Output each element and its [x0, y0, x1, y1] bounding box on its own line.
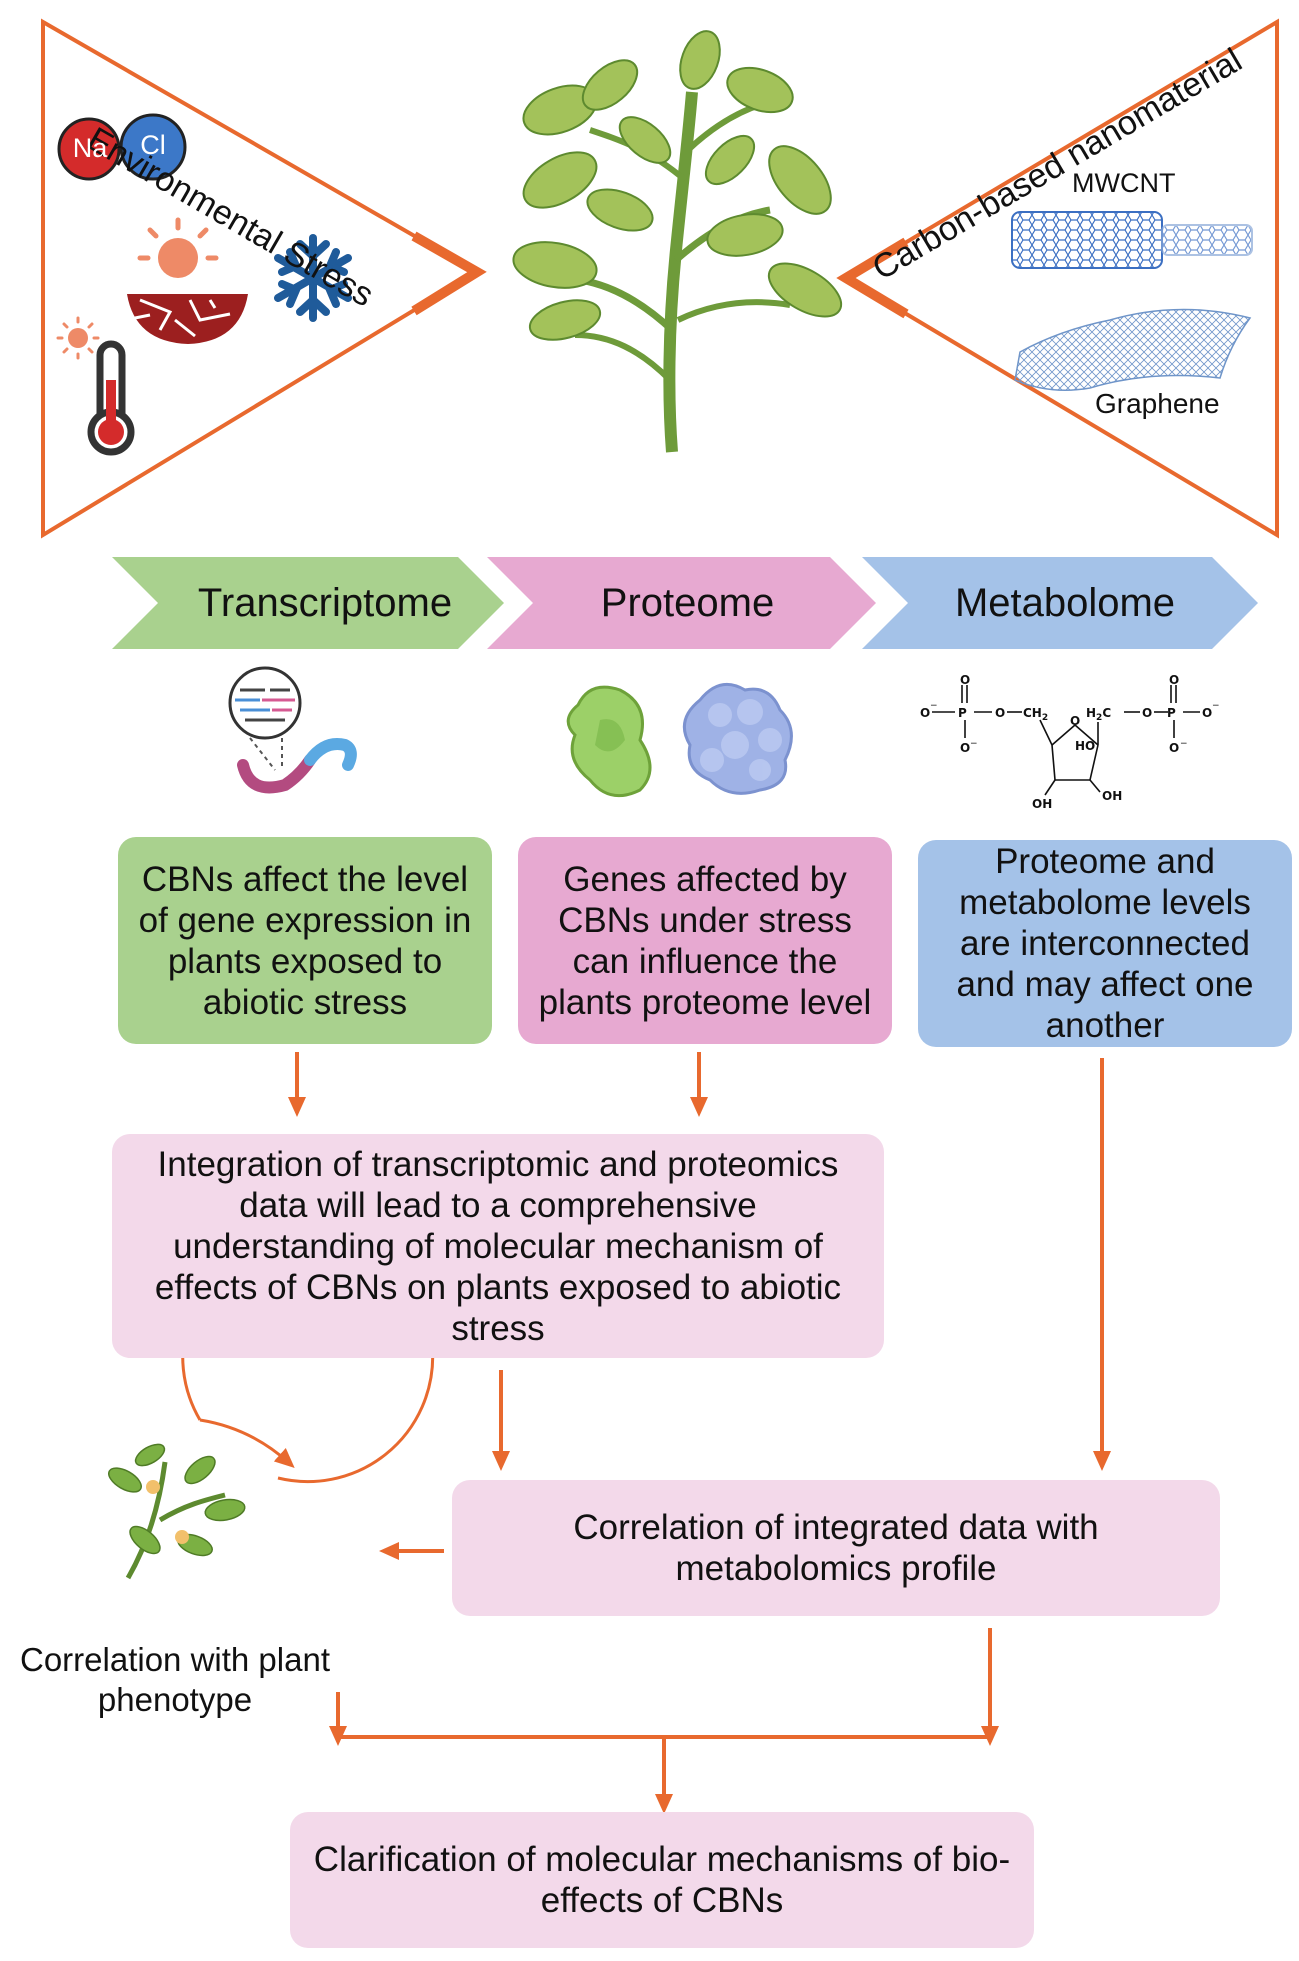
nanotube-icon — [1011, 211, 1253, 269]
svg-text:O: O — [960, 741, 970, 755]
svg-text:H2C: H2C — [1086, 706, 1111, 723]
snowflake-icon — [274, 234, 352, 322]
metabolome-label: Metabolome — [954, 581, 1176, 625]
protein-icon — [566, 682, 793, 798]
graphene-sheet-icon — [1014, 308, 1252, 391]
proteome-note-text: Genes affected by CBNs under stress can … — [538, 859, 872, 1022]
svg-text:P: P — [1167, 706, 1176, 720]
mwcnt-label: MWCNT — [1072, 168, 1176, 198]
metabolome-note-text: Proteome and metabolome levels are inter… — [956, 842, 1254, 1045]
rna-strand-icon — [228, 666, 357, 794]
ion-na-label: Na — [72, 133, 108, 163]
proteome-note-box: Genes affected by CBNs under stress can … — [518, 837, 892, 1044]
svg-text:OH: OH — [1102, 789, 1122, 803]
transcriptome-note-text: CBNs affect the level of gene expression… — [138, 859, 472, 1022]
svg-text:CH2: CH2 — [1023, 706, 1048, 723]
proteome-chevron — [487, 557, 876, 649]
carbon-nanomaterial-triangle — [836, 18, 1279, 539]
phenotype-text: Correlation with plant phenotype — [20, 1641, 330, 1718]
metabolome-chevron — [862, 557, 1258, 649]
molecule-structure-icon: O O P O CH2 O O H2C O P O O O HO OH OH −… — [920, 673, 1220, 811]
svg-text:O: O — [1070, 714, 1080, 728]
proteome-label: Proteome — [600, 581, 775, 625]
svg-text:O: O — [920, 706, 930, 720]
svg-text:−: − — [1212, 701, 1220, 711]
environmental-stress-triangle — [41, 18, 487, 539]
clarification-text: Clarification of molecular mechanisms of… — [313, 1840, 1011, 1920]
transcriptome-label: Transcriptome — [197, 581, 453, 625]
svg-text:O: O — [1169, 741, 1179, 755]
salt-ions-icon — [57, 113, 187, 181]
svg-text:−: − — [930, 701, 938, 711]
metabolome-note-box: Proteome and metabolome levels are inter… — [918, 840, 1292, 1047]
ion-cl-label: Cl — [140, 130, 166, 160]
transcriptome-chevron — [112, 557, 504, 649]
svg-text:−: − — [1180, 739, 1188, 749]
svg-text:OH: OH — [1032, 797, 1052, 811]
svg-text:O: O — [960, 673, 970, 687]
clarification-box: Clarification of molecular mechanisms of… — [290, 1812, 1034, 1948]
svg-text:O: O — [1169, 673, 1179, 687]
svg-text:O: O — [1202, 706, 1212, 720]
svg-text:O: O — [1142, 706, 1152, 720]
graphene-label: Graphene — [1095, 388, 1220, 419]
drought-soil-icon — [127, 217, 248, 344]
transcriptome-note-box: CBNs affect the level of gene expression… — [118, 837, 492, 1044]
integration-box: Integration of transcriptomic and proteo… — [112, 1134, 884, 1358]
thermometer-icon — [56, 316, 135, 456]
svg-text:−: − — [970, 739, 978, 749]
correlation-text: Correlation of integrated data with meta… — [573, 1508, 1099, 1588]
flow-arrows — [288, 1052, 1111, 1814]
plant-icon — [512, 30, 843, 453]
svg-text:O: O — [995, 706, 1005, 720]
integration-text: Integration of transcriptomic and proteo… — [154, 1144, 842, 1348]
correlation-box: Correlation of integrated data with meta… — [452, 1480, 1220, 1616]
svg-text:P: P — [958, 706, 967, 720]
svg-text:HO: HO — [1075, 739, 1095, 753]
